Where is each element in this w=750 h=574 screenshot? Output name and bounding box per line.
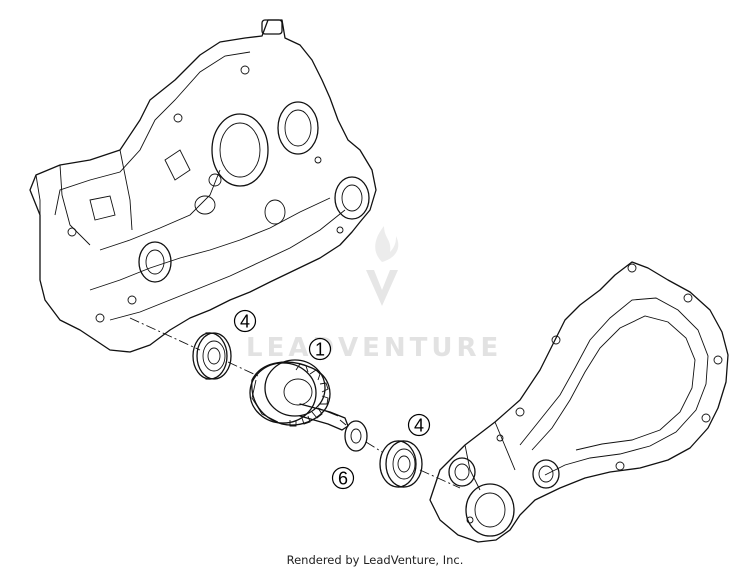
gear-teeth bbox=[289, 363, 329, 427]
bearing-right bbox=[379, 440, 423, 488]
callout-label: 6 bbox=[338, 469, 348, 489]
washer bbox=[344, 420, 368, 452]
callout-label: 1 bbox=[315, 340, 325, 360]
render-credit: Rendered by LeadVenture, Inc. bbox=[286, 553, 464, 567]
gear-shaft-assembly bbox=[249, 359, 349, 431]
leadventure-watermark: LEADVENTURE bbox=[246, 226, 502, 363]
callout-bearing-right: 4 bbox=[407, 413, 431, 437]
crankcase-left-half bbox=[29, 19, 377, 353]
bearing-left bbox=[192, 332, 232, 380]
callout-label: 4 bbox=[414, 416, 424, 436]
callout-washer: 6 bbox=[331, 466, 355, 490]
callout-label: 4 bbox=[240, 312, 250, 332]
assembly-axis-line bbox=[129, 317, 461, 489]
callout-bearing-left: 4 bbox=[233, 309, 257, 333]
watermark-brand-text: LEADVENTURE bbox=[246, 333, 502, 363]
crankcase-right-half bbox=[429, 261, 729, 543]
callout-gear-assembly: 1 bbox=[308, 337, 332, 361]
